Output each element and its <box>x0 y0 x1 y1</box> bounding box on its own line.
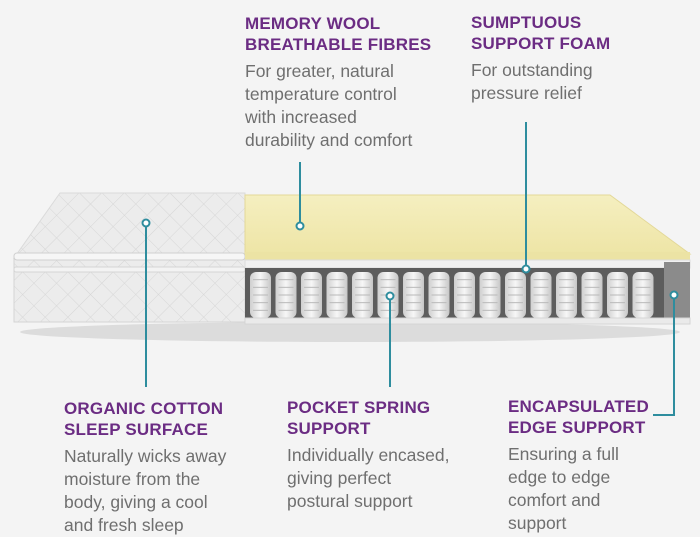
pocket-springs <box>250 272 654 318</box>
floor-shadow <box>20 322 680 342</box>
callout-description: Ensuring a full edge to edge comfort and… <box>508 444 619 533</box>
fabric-top-surface <box>13 192 246 259</box>
fabric-mid-piping <box>13 266 246 273</box>
callout-description: For greater, natural temperature control… <box>245 61 413 150</box>
callout-title: SUMPTUOUS SUPPORT FOAM <box>471 13 611 53</box>
marker-edge-support <box>669 290 679 300</box>
leader-line-edge-support <box>653 296 675 416</box>
marker-pocket-spring <box>385 291 395 301</box>
foam-front-edge <box>245 252 690 262</box>
callout-pocket-spring: POCKET SPRING SUPPORT Individually encas… <box>287 397 449 513</box>
callout-title: ENCAPSULATED EDGE SUPPORT <box>508 397 649 437</box>
mattress-cutaway-illustration <box>13 122 692 416</box>
callout-organic-cotton: ORGANIC COTTON SLEEP SURFACE Naturally w… <box>64 398 226 537</box>
leader-lines <box>145 122 675 416</box>
base-layer <box>244 317 691 325</box>
callout-support-foam: SUMPTUOUS SUPPORT FOAM For outstanding p… <box>471 12 610 105</box>
callout-description: For outstanding pressure relief <box>471 60 593 103</box>
marker-support-foam <box>521 264 531 274</box>
fabric-top-piping <box>13 252 246 261</box>
callout-title: POCKET SPRING SUPPORT <box>287 398 431 438</box>
marker-organic-cotton <box>141 218 151 228</box>
marker-memory-wool <box>295 221 305 231</box>
callout-title: MEMORY WOOL BREATHABLE FIBRES <box>245 14 432 54</box>
callout-memory-wool: MEMORY WOOL BREATHABLE FIBRES For greate… <box>245 13 431 152</box>
callout-edge-support: ENCAPSULATED EDGE SUPPORT Ensuring a ful… <box>508 396 649 535</box>
callout-description: Individually encased, giving perfect pos… <box>287 445 450 511</box>
callout-description: Naturally wicks away moisture from the b… <box>64 446 227 535</box>
wool-layer-edge <box>244 259 691 269</box>
callout-title: ORGANIC COTTON SLEEP SURFACE <box>64 399 224 439</box>
support-foam-layer <box>244 194 692 255</box>
